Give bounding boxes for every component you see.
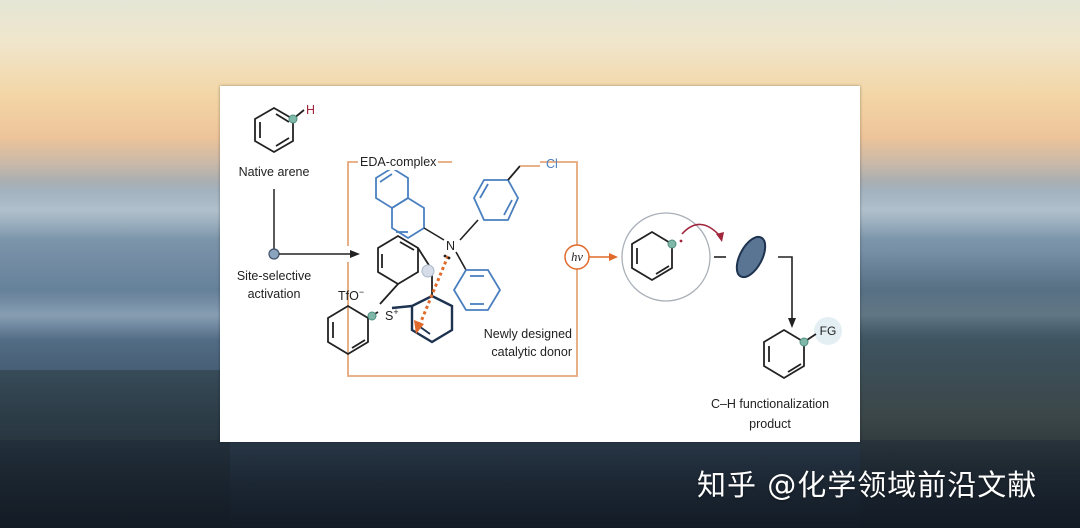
site-marker-icon [421, 264, 435, 278]
eda-complex-label: EDA-complex [358, 154, 439, 170]
arrow-down-icon [788, 318, 796, 328]
product-ring-icon [763, 328, 817, 380]
native-arene-benzene-icon [254, 106, 305, 154]
cl-atom-label: Cl [546, 157, 558, 171]
catalytic-donor-label: catalytic donor [491, 345, 572, 359]
activation-node-icon [268, 248, 280, 260]
hv-label: hν [571, 250, 583, 264]
product-label: product [749, 417, 791, 431]
ch-functionalization-label: C–H functionalization [710, 397, 830, 411]
newly-designed-label: Newly designed [483, 327, 572, 341]
charge-transfer-arrow [418, 255, 450, 325]
s-atom-label: S+ [385, 307, 399, 324]
site-marker-icon [288, 114, 298, 124]
radical-transfer-arrow [681, 223, 721, 237]
fg-label: FG [819, 324, 837, 338]
site-marker-icon [667, 239, 677, 249]
aryl-radical-halo [621, 212, 711, 302]
h-atom-label: H [306, 103, 316, 117]
reaction-scheme [254, 106, 842, 380]
arrow-right-icon [609, 253, 618, 261]
acceptor-ring-icon [410, 294, 454, 344]
site-selective-label: Site-selective [236, 269, 312, 283]
catalyst-disk-icon [735, 235, 767, 279]
naphthyl-ring-icon [375, 166, 425, 240]
phenyl-ring-icon [452, 269, 502, 311]
site-marker-icon [367, 311, 377, 321]
site-marker-icon [799, 337, 809, 347]
n-atom-label: N [446, 239, 456, 253]
tfo-label: TfO− [338, 287, 365, 304]
fg-halo [814, 317, 842, 345]
foreground-shadow [0, 440, 1080, 528]
arrow-right-icon [350, 250, 360, 258]
aryl-radical-ring-icon [631, 230, 673, 282]
native-arene-label: Native arene [238, 165, 310, 179]
zhihu-watermark: 知乎 @化学领域前沿文献 [697, 468, 1038, 502]
chlorophenyl-ring-icon [472, 165, 540, 221]
activation-label: activation [247, 287, 301, 301]
scheme-card: H Native arene Site-selective activation… [220, 86, 860, 442]
